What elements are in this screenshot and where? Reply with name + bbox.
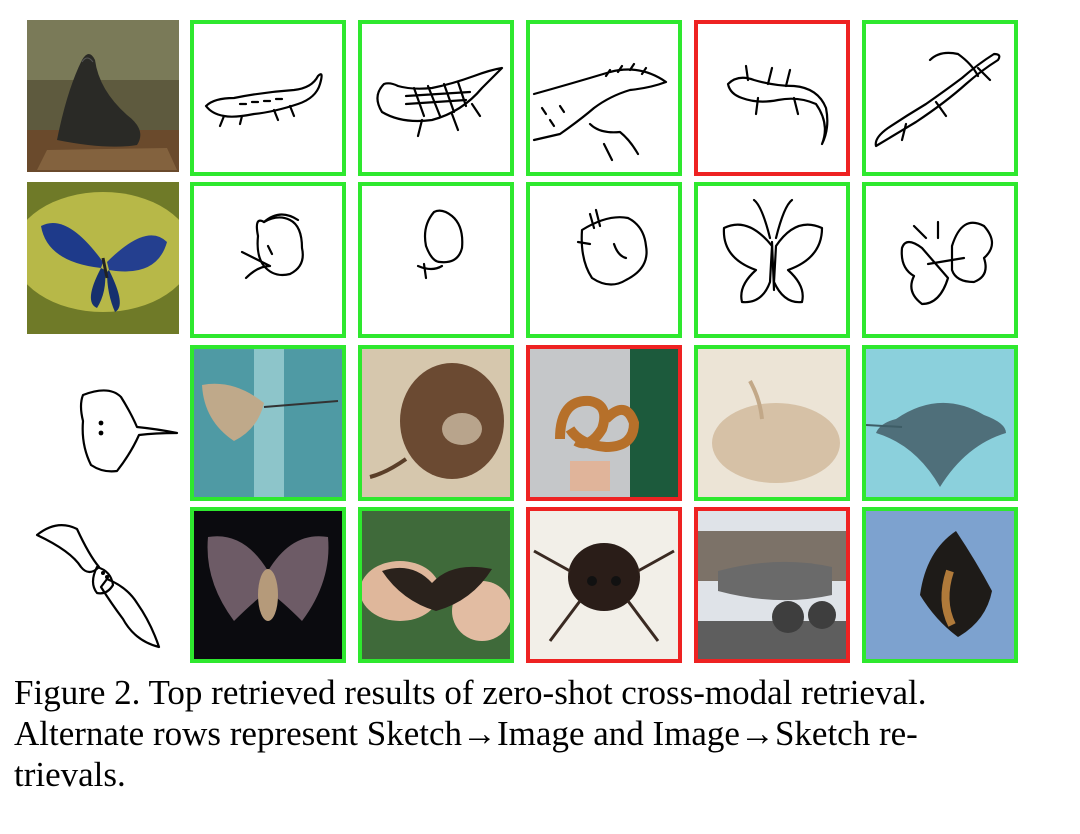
query-sketch-bat <box>27 507 179 659</box>
result-sketch-1 <box>190 182 346 338</box>
cannon-photo <box>698 511 846 659</box>
result-sketch-5 <box>862 182 1018 338</box>
result-photo-5 <box>862 345 1018 501</box>
ray-sketch <box>79 389 179 473</box>
result-photo-5 <box>862 507 1018 663</box>
alligator-photo <box>27 20 179 172</box>
caption-line-3: trievals. <box>14 755 126 794</box>
butterfly-photo <box>27 182 179 334</box>
result-photo-4 <box>694 345 850 501</box>
result-photo-2 <box>358 345 514 501</box>
result-sketch-4 <box>694 20 850 176</box>
bat-sketch <box>35 524 161 649</box>
result-photo-4 <box>694 507 850 663</box>
ant-photo <box>530 511 678 659</box>
result-row-butterfly <box>0 182 1080 342</box>
bat-photo <box>866 511 1014 659</box>
alligator-sketch <box>874 51 1001 148</box>
ray-photo <box>698 349 846 497</box>
result-row-alligator <box>0 20 1080 180</box>
result-sketch-3 <box>526 182 682 338</box>
result-sketch-4 <box>694 182 850 338</box>
ray-photo <box>194 349 342 497</box>
alligator-sketch <box>204 73 323 128</box>
butterfly-sketch <box>722 198 824 304</box>
retrieval-figure <box>0 20 1080 667</box>
butterfly-sketch <box>416 209 464 280</box>
crocodile-sketch <box>376 66 504 138</box>
result-photo-3 <box>526 345 682 501</box>
bat-photo <box>362 511 510 659</box>
result-sketch-1 <box>190 20 346 176</box>
query-sketch-ray <box>27 345 179 497</box>
ray-photo <box>362 349 510 497</box>
result-sketch-2 <box>358 20 514 176</box>
butterfly-sketch <box>900 220 994 306</box>
lizard-sketch <box>726 64 829 146</box>
ray-photo <box>866 349 1014 497</box>
result-sketch-2 <box>358 182 514 338</box>
query-photo-butterfly <box>27 182 179 334</box>
result-photo-1 <box>190 507 346 663</box>
figure-caption: Figure 2. Top retrieved results of zero-… <box>14 672 1054 795</box>
caption-line-1: Figure 2. Top retrieved results of zero-… <box>14 673 927 712</box>
result-sketch-3 <box>526 20 682 176</box>
butterfly-sketch <box>240 213 304 280</box>
result-row-bat <box>0 507 1080 667</box>
query-photo-alligator <box>27 20 179 172</box>
result-photo-1 <box>190 345 346 501</box>
caption-line-2: Alternate rows represent Sketch→Image an… <box>14 714 918 753</box>
result-photo-3 <box>526 507 682 663</box>
butterfly-sketch <box>576 208 648 286</box>
result-photo-2 <box>358 507 514 663</box>
crocodile-sketch <box>532 62 668 162</box>
bat-photo <box>194 511 342 659</box>
result-sketch-5 <box>862 20 1018 176</box>
pretzel-photo <box>530 349 678 497</box>
result-row-ray <box>0 345 1080 505</box>
